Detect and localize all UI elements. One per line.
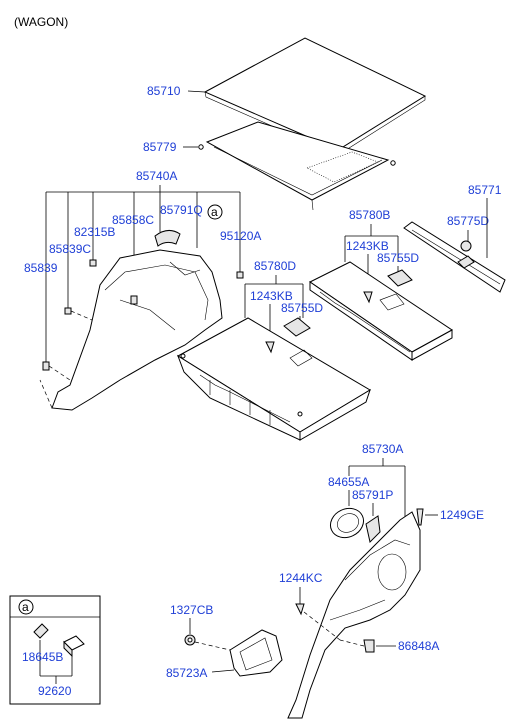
label-1243KB-mid: 1243KB xyxy=(250,289,293,303)
inset-box-a: a xyxy=(9,595,101,705)
label-85779: 85779 xyxy=(143,140,177,154)
label-1244KC: 1244KC xyxy=(279,571,323,585)
left-quarter-trim-panel xyxy=(39,249,223,411)
label-85858C: 85858C xyxy=(112,213,154,227)
label-85723A: 85723A xyxy=(166,666,207,680)
label-85839C: 85839C xyxy=(49,242,91,256)
right-quarter-trim-panel xyxy=(287,511,421,719)
bolt-1243KB-mid xyxy=(265,341,275,354)
nut-1327CB xyxy=(184,634,196,646)
bracket-85723A xyxy=(229,629,283,677)
label-85771: 85771 xyxy=(468,183,502,197)
label-85791Q: 85791Q xyxy=(160,203,203,217)
svg-text:a: a xyxy=(211,205,218,219)
label-86848A: 86848A xyxy=(398,639,439,653)
label-1249GE: 1249GE xyxy=(440,508,484,522)
clip-82315B xyxy=(89,259,97,267)
label-85839: 85839 xyxy=(24,261,58,275)
label-85755D-mid: 85755D xyxy=(281,301,323,315)
label-85791P: 85791P xyxy=(352,488,393,502)
label-95120A: 95120A xyxy=(220,229,261,243)
cover-85791Q xyxy=(154,230,181,247)
clip-85858C xyxy=(130,295,138,305)
label-85775D: 85775D xyxy=(447,214,489,228)
label-1243KB-top: 1243KB xyxy=(346,239,389,253)
label-85710: 85710 xyxy=(147,84,181,98)
clip-85839 xyxy=(42,361,50,371)
label-85755D-top: 85755D xyxy=(377,251,419,265)
label-85780B: 85780B xyxy=(349,208,390,222)
floor-box-85780D xyxy=(177,317,371,441)
label-85780D: 85780D xyxy=(254,259,296,273)
floor-board-85780B xyxy=(309,261,453,361)
luggage-screen-85779 xyxy=(198,121,396,211)
clip-85839C xyxy=(64,307,72,315)
speaker-grille-84655A xyxy=(329,507,365,539)
lamp-92620 xyxy=(63,635,85,658)
label-18645B: 18645B xyxy=(22,650,63,664)
bulb-18645B xyxy=(33,623,49,639)
label-82315B: 82315B xyxy=(74,225,115,239)
clip-86848A xyxy=(363,639,375,653)
label-1327CB: 1327CB xyxy=(170,603,213,617)
svg-text:a: a xyxy=(22,600,29,614)
ref-a-marker-top: a xyxy=(207,204,223,220)
variant-label: (WAGON) xyxy=(14,15,68,29)
bolt-1244KC xyxy=(295,603,305,616)
cover-85791P xyxy=(365,515,381,543)
label-92620: 92620 xyxy=(38,684,72,698)
clip-95120A xyxy=(236,271,244,279)
label-85740A: 85740A xyxy=(136,169,177,183)
screw-1249GE xyxy=(416,508,424,526)
label-84655A: 84655A xyxy=(328,475,369,489)
bolt-1243KB-top xyxy=(363,291,373,304)
label-85730A: 85730A xyxy=(362,442,403,456)
tailgate-trim-85771 xyxy=(403,221,506,293)
